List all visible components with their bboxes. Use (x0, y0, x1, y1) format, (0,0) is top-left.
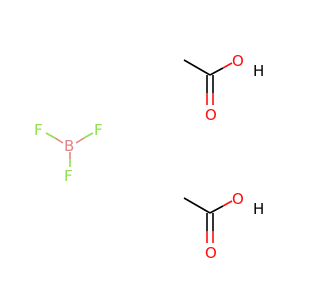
bond-b-f2-pink (75, 137, 85, 144)
atom-boron: B (64, 137, 74, 155)
bond-carbonyl-hydroxyl (209, 205, 224, 214)
atom-hydroxyl-oxygen: O (232, 190, 244, 208)
bond-carbonyl-hydroxyl-red (222, 200, 233, 207)
bond-b-f2-green (83, 132, 94, 139)
atom-fluorine-1: F (34, 121, 43, 139)
bond-b-f1-green (45, 132, 56, 139)
structure-canvas: O H O F B F F O H O (34, 52, 265, 262)
atom-carbonyl-oxygen: O (205, 106, 217, 124)
bond-carbonyl-hydroxyl-red (222, 62, 233, 69)
acetic-acid-top: O H O (183, 52, 264, 124)
atom-hydroxyl-hydrogen: H (253, 200, 264, 218)
bond-b-f1-pink (54, 137, 64, 144)
bond-carbonyl-hydroxyl (209, 67, 224, 76)
atom-carbonyl-oxygen: O (205, 244, 217, 262)
bond-methyl-carbonyl (183, 197, 211, 214)
bond-methyl-carbonyl (183, 59, 211, 76)
acetic-acid-bottom: O H O (183, 190, 264, 262)
boron-trifluoride: F B F F (34, 121, 103, 185)
atom-fluorine-3: F (64, 167, 73, 185)
atom-hydroxyl-oxygen: O (232, 52, 244, 70)
atom-hydroxyl-hydrogen: H (253, 62, 264, 80)
structure-drawing: O H O F B F F O H O (34, 52, 264, 262)
atom-fluorine-2: F (94, 121, 103, 139)
